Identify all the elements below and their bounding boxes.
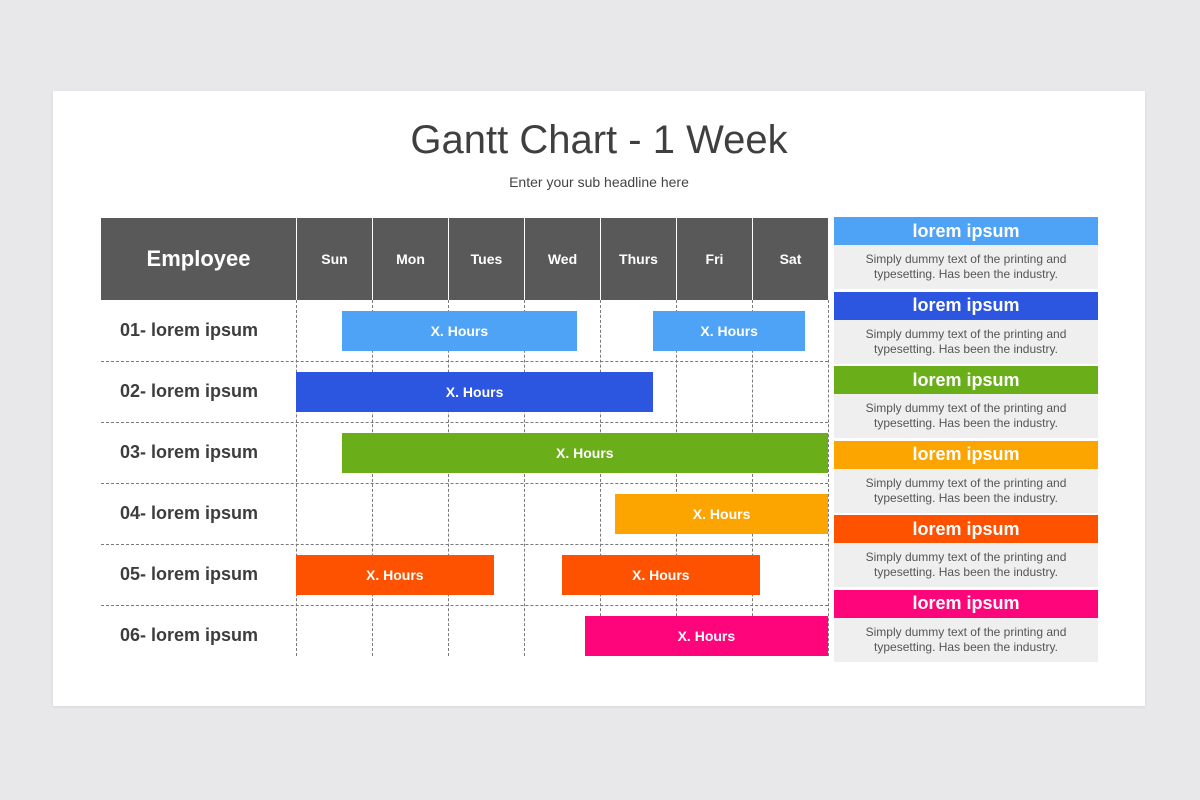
grid-line-vertical — [524, 300, 525, 656]
legend-item-title: lorem ipsum — [834, 366, 1098, 394]
grid-line-vertical — [752, 300, 753, 656]
page-title: Gantt Chart - 1 Week — [410, 118, 788, 162]
legend-item-title: lorem ipsum — [834, 291, 1098, 320]
grid-line-vertical — [828, 300, 829, 656]
gantt-bar: X. Hours — [653, 310, 806, 351]
legend-item-title: lorem ipsum — [834, 515, 1098, 543]
day-header-tues: Tues — [448, 218, 524, 300]
gantt-bar: X. Hours — [584, 615, 828, 656]
day-header-fri: Fri — [676, 218, 752, 300]
employee-name: 02- lorem ipsum — [120, 381, 259, 401]
day-header-sat: Sat — [752, 218, 828, 300]
employee-name: 03- lorem ipsum — [120, 442, 259, 462]
day-header-wed: Wed — [524, 218, 600, 300]
gantt-bar: X. Hours — [341, 432, 828, 473]
gantt-bar: X. Hours — [296, 371, 654, 412]
legend-item-description: Simply dummy text of the printing and ty… — [834, 543, 1098, 587]
legend-item-description: Simply dummy text of the printing and ty… — [834, 245, 1098, 289]
legend-item-title: lorem ipsum — [834, 217, 1098, 245]
grid-line-horizontal — [101, 544, 828, 545]
employee-name: 04- lorem ipsum — [120, 503, 259, 523]
employee-name: 01- lorem ipsum — [120, 320, 259, 340]
employee-column-header: Employee — [101, 218, 296, 300]
grid-line-horizontal — [101, 605, 828, 606]
grid-line-vertical — [600, 300, 601, 656]
gantt-bar: X. Hours — [615, 493, 828, 534]
legend-item-description: Simply dummy text of the printing and ty… — [834, 468, 1098, 513]
grid-line-horizontal — [101, 483, 828, 484]
legend-item-title: lorem ipsum — [834, 440, 1098, 469]
grid-line-vertical — [676, 300, 677, 656]
grid-line-vertical — [296, 300, 297, 656]
day-header-mon: Mon — [372, 218, 448, 300]
gantt-bar: X. Hours — [296, 554, 494, 595]
day-header-sun: Sun — [296, 218, 372, 300]
legend-item-title: lorem ipsum — [834, 589, 1098, 618]
grid-line-horizontal — [101, 422, 828, 423]
employee-name: 06- lorem ipsum — [120, 625, 259, 645]
day-header-thurs: Thurs — [600, 218, 676, 300]
grid-line-horizontal — [101, 361, 828, 362]
employee-name: 05- lorem ipsum — [120, 564, 259, 584]
legend-item-description: Simply dummy text of the printing and ty… — [834, 617, 1098, 662]
page-subtitle: Enter your sub headline here — [509, 174, 689, 190]
grid-line-vertical — [448, 300, 449, 656]
gantt-bar: X. Hours — [562, 554, 760, 595]
grid-line-vertical — [372, 300, 373, 656]
legend-item-description: Simply dummy text of the printing and ty… — [834, 319, 1098, 364]
legend-item-description: Simply dummy text of the printing and ty… — [834, 394, 1098, 438]
gantt-bar: X. Hours — [341, 310, 578, 351]
